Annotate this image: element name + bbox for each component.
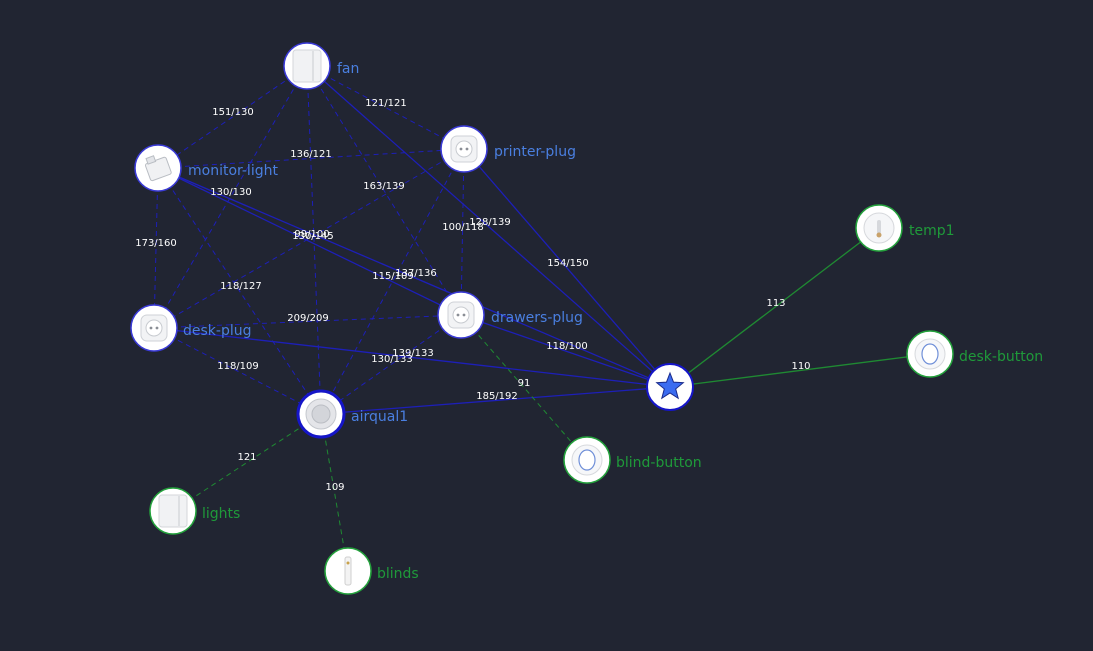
node-label: printer-plug xyxy=(494,144,576,160)
edge-label: 130/145 xyxy=(292,231,334,242)
node-label: drawers-plug xyxy=(491,310,583,326)
node-monitor-light[interactable]: monitor-light xyxy=(134,144,278,192)
node-blinds[interactable]: blinds xyxy=(324,547,419,595)
plug-icon xyxy=(140,314,168,342)
edge-coordinator-desk-button xyxy=(669,353,931,388)
edge-label: 209/209 xyxy=(287,313,329,324)
edge-label: 118/109 xyxy=(217,361,259,372)
star-icon xyxy=(655,371,685,400)
edge-drawers-plug-coordinator xyxy=(460,314,671,388)
edge-airqual1-lights xyxy=(172,413,322,512)
blind-icon xyxy=(344,556,352,586)
edge-label: 99/100 xyxy=(294,229,329,240)
edge-fan-monitor-light xyxy=(157,65,308,169)
thermometer-icon xyxy=(863,212,895,244)
node-label: monitor-light xyxy=(188,163,278,179)
edge-fan-airqual1 xyxy=(306,65,322,415)
edge-label: 185/192 xyxy=(476,391,518,402)
edge-layer xyxy=(153,65,931,572)
edge-label: 173/160 xyxy=(135,238,177,249)
node-label: airqual1 xyxy=(351,409,408,425)
node-label: blind-button xyxy=(616,455,702,471)
edge-fan-desk-plug xyxy=(153,65,308,329)
edge-fan-printer-plug xyxy=(306,65,465,150)
node-lights[interactable]: lights xyxy=(149,487,240,535)
edge-coordinator-temp1 xyxy=(669,227,880,388)
edge-desk-plug-airqual1 xyxy=(153,327,322,415)
edge-label: 130/130 xyxy=(210,187,252,198)
node-label: fan xyxy=(337,61,359,77)
edge-monitor-light-drawers-plug xyxy=(157,167,462,316)
node-label: temp1 xyxy=(909,223,955,239)
edge-desk-plug-drawers-plug xyxy=(153,314,462,329)
node-label: desk-button xyxy=(959,349,1043,365)
edge-label: 130/133 xyxy=(371,354,413,365)
node-layer: fan printer-plug monitor-light desk-plug dra… xyxy=(130,42,1043,595)
button-icon xyxy=(571,444,603,476)
edge-label: 113 xyxy=(766,298,785,309)
switch-icon xyxy=(158,494,188,528)
edge-fan-coordinator xyxy=(306,65,671,388)
edge-desk-plug-coordinator xyxy=(153,327,671,388)
node-desk-button[interactable]: desk-button xyxy=(906,330,1043,378)
edge-label: 118/127 xyxy=(220,281,262,292)
edge-label: 154/150 xyxy=(547,258,589,269)
edge-drawers-plug-airqual1 xyxy=(320,314,462,415)
plug-icon xyxy=(447,301,475,329)
edge-label: 137/136 xyxy=(395,268,437,279)
node-airqual1[interactable]: airqual1 xyxy=(296,389,408,439)
node-temp1[interactable]: temp1 xyxy=(855,204,955,252)
edge-label: 128/139 xyxy=(469,217,511,228)
edge-monitor-light-airqual1 xyxy=(157,167,322,415)
node-fan[interactable]: fan xyxy=(283,42,359,90)
edge-label-layer: 151/130 121/121 128/139 136/121 173/160 130/1… xyxy=(135,98,810,493)
edge-printer-plug-drawers-plug xyxy=(460,148,465,316)
edge-label: 151/130 xyxy=(212,107,254,118)
edge-label: 115/109 xyxy=(372,271,414,282)
edge-fan-drawers-plug xyxy=(306,65,462,316)
node-desk-plug[interactable]: desk-plug xyxy=(130,304,252,352)
edge-label: 139/133 xyxy=(392,348,434,359)
edge-label: 136/121 xyxy=(290,149,332,160)
node-coordinator[interactable] xyxy=(646,363,694,411)
edge-label: 118/100 xyxy=(546,341,588,352)
node-label: lights xyxy=(202,506,240,522)
node-label: blinds xyxy=(377,566,419,582)
edge-label: 163/139 xyxy=(363,181,405,192)
edge-label: 121 xyxy=(237,452,256,463)
node-label: desk-plug xyxy=(183,323,252,339)
edge-monitor-light-printer-plug xyxy=(157,148,465,169)
switch-icon xyxy=(292,49,322,83)
node-drawers-plug[interactable]: drawers-plug xyxy=(437,291,583,339)
node-printer-plug[interactable]: printer-plug xyxy=(440,125,576,173)
edge-label: 110 xyxy=(791,361,810,372)
edge-label: 100/118 xyxy=(442,222,484,233)
edge-label: 91 xyxy=(518,378,531,389)
edge-monitor-light-coordinator xyxy=(157,167,671,388)
edge-label: 121/121 xyxy=(365,98,407,109)
sensor-icon xyxy=(305,398,337,430)
button-icon xyxy=(914,338,946,370)
edge-printer-plug-desk-plug xyxy=(153,148,465,329)
relay-icon xyxy=(144,155,172,182)
node-blind-button[interactable]: blind-button xyxy=(563,436,702,484)
edge-label: 109 xyxy=(325,482,344,493)
edge-printer-plug-coordinator xyxy=(463,148,671,388)
plug-icon xyxy=(450,135,478,163)
edge-airqual1-coordinator xyxy=(320,386,671,415)
